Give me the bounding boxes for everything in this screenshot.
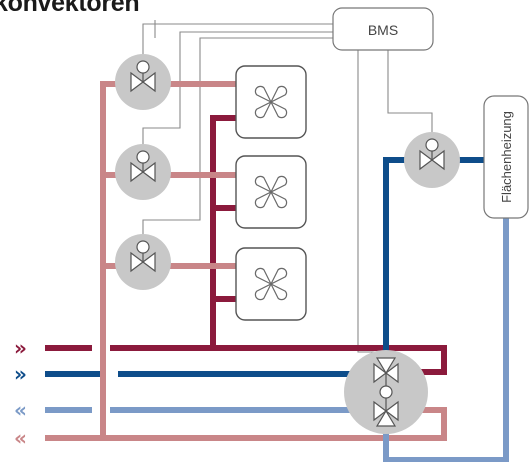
fan-icon xyxy=(254,85,288,119)
bms-label: BMS xyxy=(368,22,398,38)
return-blue-arrow-icon: « xyxy=(14,398,27,422)
fan-icon xyxy=(254,175,288,209)
valve-actuator-icon xyxy=(425,138,439,152)
return-blue-pipes xyxy=(45,218,509,462)
fan-unit-2 xyxy=(235,155,307,229)
supply-blue-arrow-icon: » xyxy=(14,362,27,386)
valve-2 xyxy=(115,144,171,200)
valve-3 xyxy=(115,234,171,290)
floor-heating-label: Flächenheizung xyxy=(499,111,514,203)
valve-floor-heating xyxy=(404,132,460,188)
valve-1 xyxy=(115,54,171,110)
page-title: konvektoren xyxy=(0,0,140,17)
fan-unit-3 xyxy=(235,247,307,321)
valve-actuator-icon xyxy=(379,385,393,399)
valve-actuator-icon xyxy=(136,150,150,164)
flow-arrows: » » « « xyxy=(14,336,27,450)
fan-icon xyxy=(254,267,288,301)
valve-actuator-icon xyxy=(136,60,150,74)
floor-heating-box: Flächenheizung xyxy=(483,95,529,219)
return-red-arrow-icon: « xyxy=(14,426,27,450)
changeover-valve xyxy=(344,350,428,434)
supply-red-pipes xyxy=(45,115,447,375)
bms-box: BMS xyxy=(332,7,434,51)
supply-red-arrow-icon: » xyxy=(14,336,27,360)
valve-actuator-icon xyxy=(136,240,150,254)
fan-unit-1 xyxy=(235,65,307,139)
